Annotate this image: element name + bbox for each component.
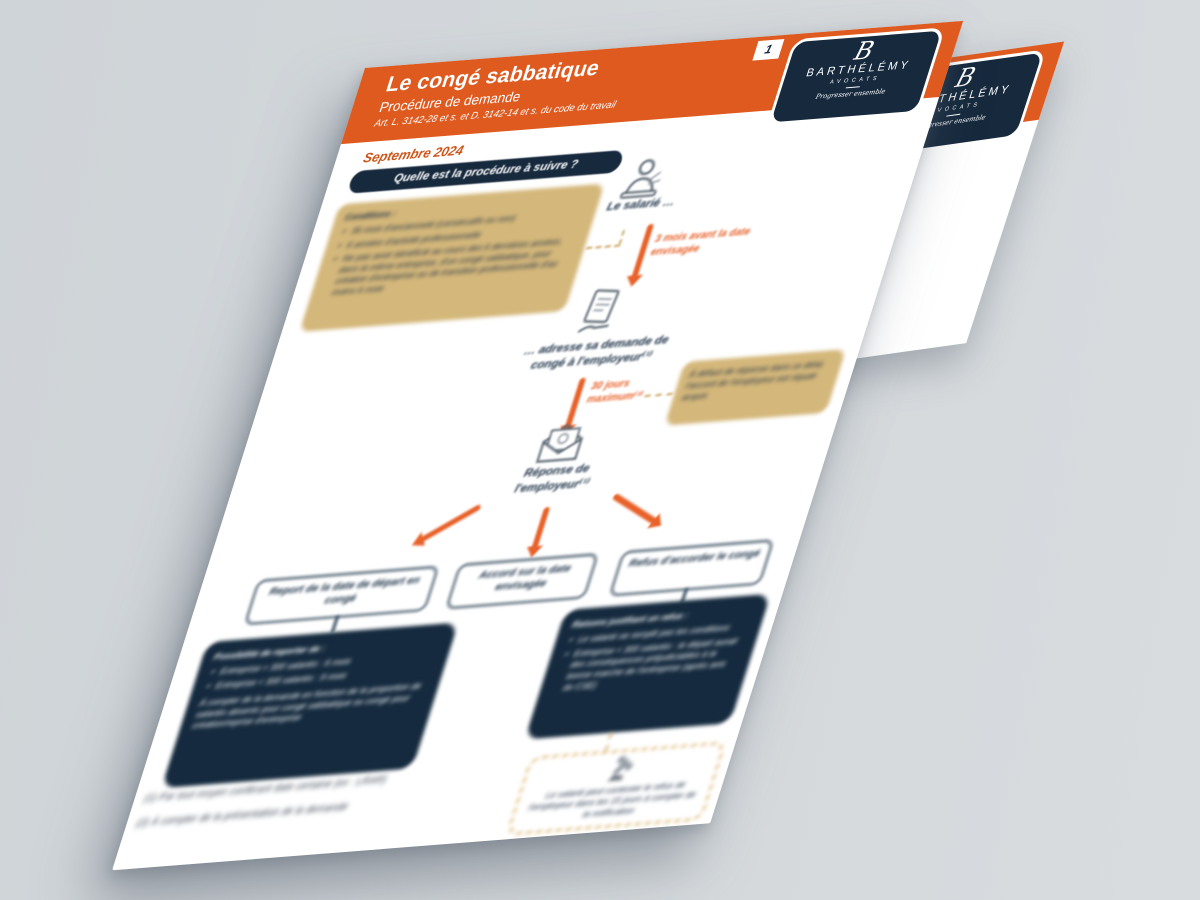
employee-icon [609,156,676,208]
document-page: Le congé sabbatique Procédure de demande… [112,20,964,871]
request-label: … adresse sa demande de congé à l'employ… [522,333,671,373]
flow-arrow-right-icon [611,492,658,525]
outcome-accord-box: Accord sur la date envisagée [445,553,599,610]
contest-note-box: Le salarié peut contester le refus de l'… [506,741,727,836]
dashed-connector [604,732,613,752]
response-label: Réponse de l'employeur⁽¹⁾ [512,462,592,496]
flow-arrow-left-icon [420,503,482,543]
request-document-icon [568,286,631,344]
conditions-box: Conditions : 36 mois d'ancienneté (consé… [299,183,605,332]
dashed-connector [618,230,625,245]
envelope-icon [527,419,595,473]
flow-arrow-middle-icon [531,506,551,549]
footnote: (2) À compter de la présentation de la d… [134,801,350,830]
logo-divider [845,86,860,89]
refus-details-box: Raisons justifiant un refus : Le salarié… [524,593,771,740]
max-delay-label: 30 jours maximum⁽²⁾ [585,378,645,406]
outcome-report-box: Report de la date de départ en congé [243,565,440,626]
gavel-icon [607,755,633,782]
contest-note-text: Le salarié peut contester le refus de l'… [527,778,698,819]
report-details-box: Possibilité de reporter de : Entreprise … [161,622,459,789]
silence-note-box: À défaut de réponse dans ce délai, l'acc… [664,349,847,426]
outcome-refus-box: Refus d'accorder le congé [608,539,775,597]
dashed-connector [585,244,621,250]
delay-before-label: 3 mois avant la date envisagée [649,226,752,258]
date-label: Septembre 2024 [361,142,466,166]
